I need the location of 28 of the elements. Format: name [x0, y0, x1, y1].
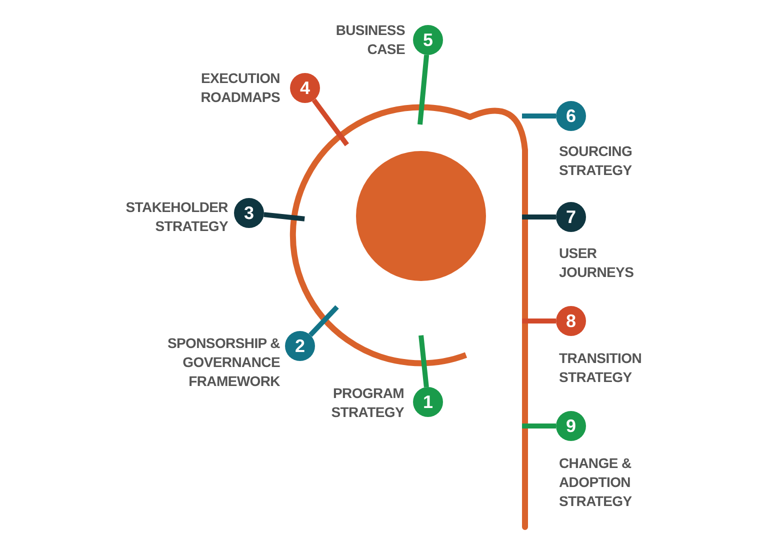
number-badge: 5 [413, 25, 443, 55]
step-label: BUSINESS CASE [334, 21, 405, 59]
step-label: STAKEHOLDER STRATEGY [124, 198, 228, 236]
step-label: USER JOURNEYS [559, 244, 635, 282]
number-badge: 6 [556, 101, 586, 131]
number-badge: 7 [556, 202, 586, 232]
ring-arc [290, 104, 471, 366]
step-label: SPONSORSHIP & GOVERNANCE FRAMEWORK [166, 334, 280, 391]
step-label: PROGRAM STRATEGY [330, 384, 404, 422]
number-badge: 2 [285, 331, 315, 361]
number-badge: 8 [556, 306, 586, 336]
connector-line [312, 98, 349, 146]
connector-line [522, 318, 556, 324]
number-badge: 9 [556, 411, 586, 441]
vertical-line [467, 108, 528, 530]
center-circle [356, 151, 486, 281]
step-label: EXECUTION ROADMAPS [200, 69, 280, 107]
step-label: CHANGE & ADOPTION STRATEGY [559, 454, 633, 511]
number-badge: 1 [413, 387, 443, 417]
connector-line [522, 424, 556, 428]
step-label: TRANSITION STRATEGY [559, 349, 643, 387]
number-badge: 3 [234, 198, 264, 228]
connector-line [264, 212, 305, 222]
connector-line [522, 114, 556, 118]
number-badge: 4 [290, 73, 320, 103]
connector-line [522, 214, 556, 220]
step-label: SOURCING STRATEGY [559, 142, 634, 180]
connector-line [418, 54, 430, 125]
